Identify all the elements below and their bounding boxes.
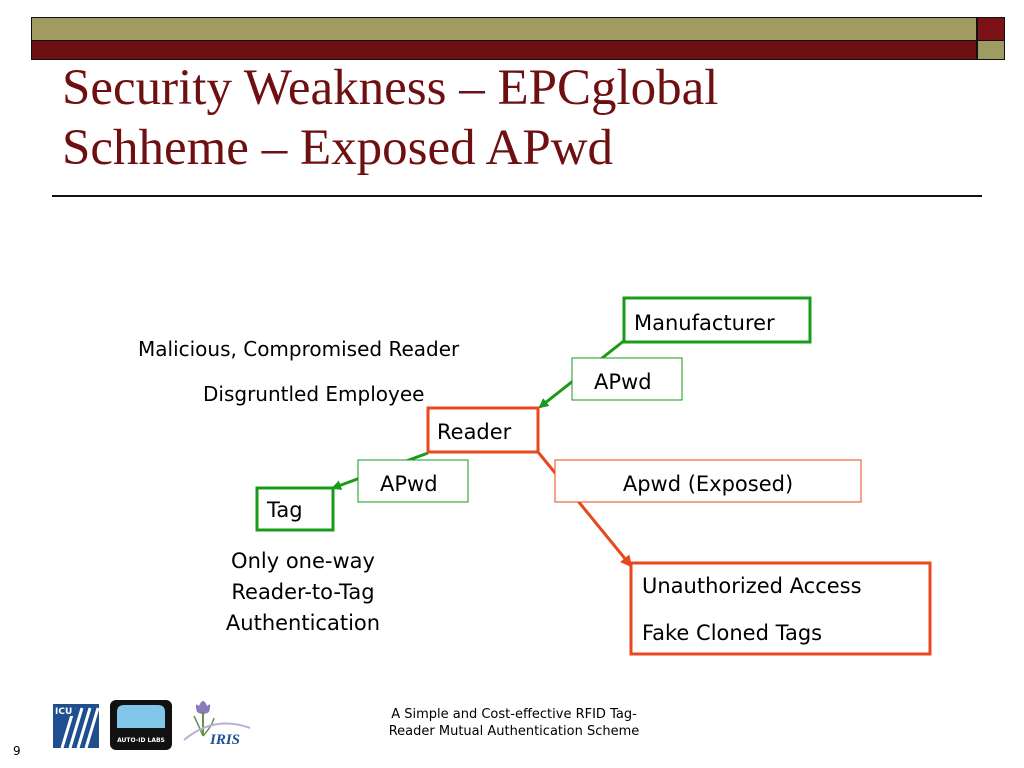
- apwd-lower-box: [357, 459, 469, 503]
- autoid-logo-text: AUTO-ID LABS: [117, 737, 165, 744]
- manufacturer-label: Manufacturer: [634, 311, 775, 335]
- apwd-exposed-label: Apwd (Exposed): [623, 472, 793, 496]
- apwd-upper-box: [571, 357, 683, 401]
- iris-logo-text: IRIS: [209, 732, 240, 748]
- threat-line2: Fake Cloned Tags: [642, 621, 822, 645]
- tag-label: Tag: [266, 498, 303, 522]
- title-divider: [52, 195, 982, 197]
- tag-box: [255, 486, 335, 532]
- threat-line1: Unauthorized Access: [642, 574, 862, 598]
- header-bar-lower: [31, 40, 977, 60]
- reader-box: [426, 406, 540, 454]
- slide-title: Security Weakness – EPCglobal Schheme – …: [62, 58, 962, 178]
- apwd-exposed-box: [554, 459, 862, 503]
- iris-logo: IRIS: [183, 701, 251, 748]
- apwd-upper-label: APwd: [594, 370, 652, 394]
- manufacturer-box: [622, 296, 812, 344]
- tag-note-line2: Reader-to-Tag: [231, 580, 374, 604]
- footer-caption: A Simple and Cost-effective RFID Tag- Re…: [354, 706, 674, 740]
- tag-note-line3: Authentication: [226, 611, 380, 635]
- footer-line2: Reader Mutual Authentication Scheme: [388, 724, 640, 739]
- footer-line1: A Simple and Cost-effective RFID Tag-: [391, 707, 637, 722]
- attacker-line1: Malicious, Compromised Reader: [138, 337, 460, 361]
- apwd-lower-label: APwd: [380, 472, 438, 496]
- tag-note-line1: Only one-way: [231, 549, 375, 573]
- icu-logo-text: ICU: [55, 707, 72, 717]
- icu-logo: ICU: [53, 704, 100, 749]
- autoid-labs-logo: AUTO-ID LABS: [110, 700, 172, 750]
- reader-label: Reader: [437, 420, 512, 444]
- page-number: 9: [13, 744, 21, 758]
- header-corner-olive: [977, 40, 1005, 60]
- slide-title-line2: Schheme – Exposed APwd: [62, 120, 614, 176]
- arrow-reader-to-threat: [536, 451, 633, 568]
- slide-title-line1: Security Weakness – EPCglobal: [62, 60, 719, 116]
- threat-box: [629, 561, 932, 656]
- attacker-line2: Disgruntled Employee: [203, 382, 424, 406]
